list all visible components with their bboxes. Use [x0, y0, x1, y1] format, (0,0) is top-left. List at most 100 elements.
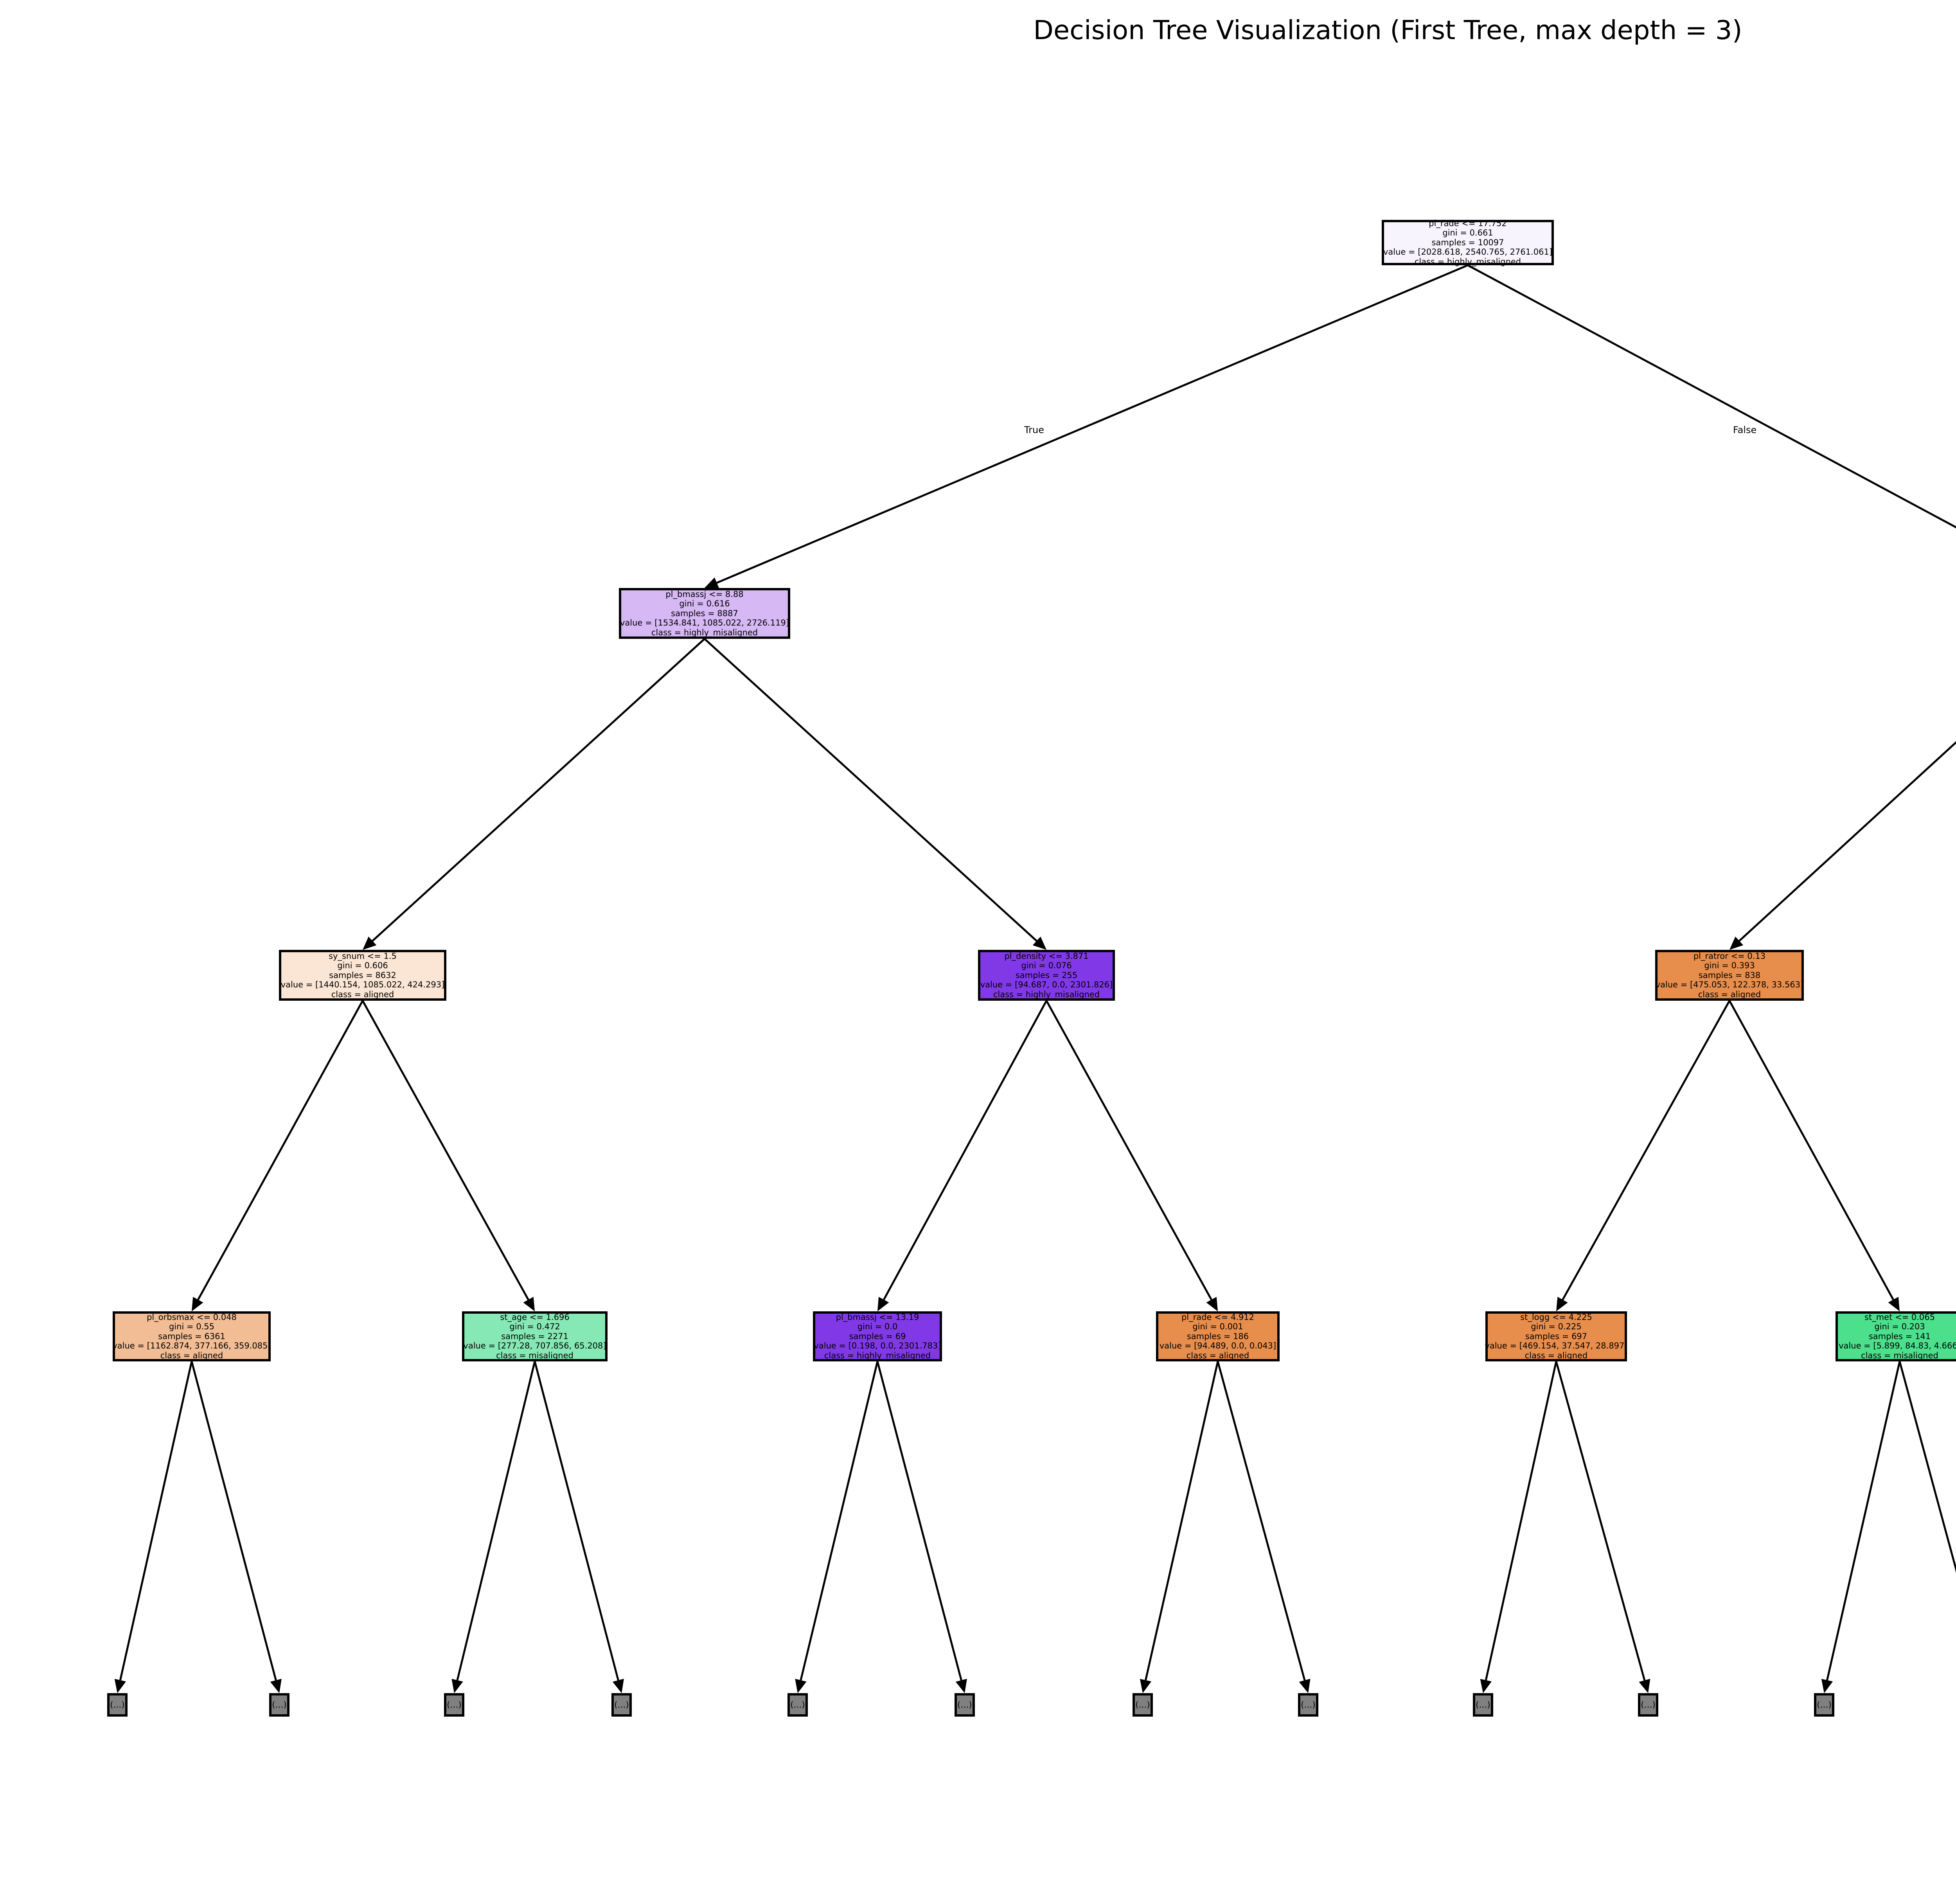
tree-edge-arrowhead — [1888, 1296, 1900, 1311]
tree-edge — [1562, 1000, 1731, 1300]
tree-node-line: samples = 255 — [1015, 970, 1078, 980]
tree-node-line: value = [2028.618, 2540.765, 2761.061] — [1383, 247, 1552, 257]
tree-edge-arrowhead — [877, 1296, 889, 1311]
tree-leaf-l10: (…) — [1814, 1693, 1834, 1717]
tree-node-line: samples = 186 — [1187, 1331, 1249, 1341]
tree-leaf-label: (…) — [790, 1700, 805, 1710]
tree-edge-arrowhead — [795, 1679, 807, 1693]
tree-node-line: class = highly_misaligned — [824, 1350, 931, 1360]
tree-edge-arrowhead — [1639, 1679, 1650, 1693]
tree-edge-arrowhead — [114, 1679, 126, 1693]
tree-node-line: class = highly_misaligned — [993, 989, 1100, 999]
tree-node-line: value = [277.28, 707.856, 65.208] — [463, 1341, 606, 1351]
tree-node-line: class = misaligned — [496, 1350, 573, 1360]
tree-leaf-l0: (…) — [107, 1693, 128, 1717]
tree-node-line: value = [1534.841, 1085.022, 2726.119] — [620, 618, 789, 628]
tree-edge-arrowhead — [1206, 1296, 1218, 1311]
tree-edge — [1738, 741, 1956, 942]
tree-node-line: st_logg <= 4.225 — [1520, 1312, 1592, 1322]
tree-edge — [361, 1000, 529, 1300]
tree-edge-label-false: False — [1733, 424, 1757, 435]
tree-node-line: gini = 0.616 — [679, 599, 730, 609]
tree-leaf-label: (…) — [614, 1700, 629, 1710]
tree-leaf-label: (…) — [1476, 1700, 1490, 1710]
tree-edge — [456, 1361, 536, 1681]
tree-edge-arrowhead — [1480, 1679, 1492, 1693]
tree-edge — [197, 1000, 364, 1300]
tree-leaf-label: (…) — [1641, 1700, 1656, 1710]
tree-edge-arrowhead — [192, 1296, 203, 1311]
tree-node-line: samples = 10097 — [1431, 237, 1504, 247]
tree-node-line: samples = 69 — [849, 1331, 906, 1341]
tree-edge — [1217, 1361, 1306, 1681]
tree-edge — [800, 1361, 879, 1681]
tree-edge-arrowhead — [1556, 1297, 1568, 1311]
tree-leaf-label: (…) — [1135, 1700, 1150, 1710]
tree-leaf-l6: (…) — [1133, 1693, 1153, 1717]
tree-node-line: samples = 838 — [1698, 970, 1761, 980]
tree-node-line: samples = 2271 — [501, 1331, 568, 1341]
tree-node-line: gini = 0.0 — [857, 1322, 898, 1332]
tree-node-line: class = aligned — [331, 989, 394, 999]
tree-node-line: st_age <= 1.696 — [500, 1312, 570, 1322]
tree-node-line: pl_bmassj <= 8.88 — [665, 590, 744, 599]
tree-node-line: value = [94.489, 0.0, 0.043] — [1159, 1341, 1276, 1351]
tree-node-line: gini = 0.225 — [1531, 1322, 1582, 1332]
tree-node-line: class = highly_misaligned — [1414, 257, 1521, 266]
tree-node-line: pl_rade <= 17.752 — [1429, 219, 1507, 228]
tree-leaf-l4: (…) — [787, 1693, 808, 1717]
tree-node-line: gini = 0.393 — [1704, 961, 1755, 971]
tree-edge-arrowhead — [1032, 937, 1046, 950]
tree-edge-arrowhead — [612, 1679, 624, 1693]
tree-node-line: value = [94.687, 0.0, 2301.826] — [980, 980, 1113, 990]
tree-edge-arrowhead — [1299, 1679, 1311, 1693]
tree-node-line: class = aligned — [1186, 1350, 1249, 1360]
page-title: Decision Tree Visualization (First Tree,… — [1033, 15, 1742, 45]
tree-node-line: samples = 141 — [1868, 1331, 1931, 1341]
tree-edge — [1728, 1000, 1894, 1300]
tree-edge — [1485, 1361, 1557, 1681]
tree-node-line: pl_rade <= 4.912 — [1181, 1312, 1255, 1322]
tree-edge — [534, 1361, 619, 1681]
tree-node-line: value = [5.899, 84.83, 4.666] — [1839, 1341, 1956, 1351]
tree-edge-arrowhead — [363, 937, 377, 950]
tree-node-line: pl_orbsmax <= 0.048 — [147, 1312, 237, 1322]
tree-edge-arrowhead — [270, 1679, 282, 1693]
tree-leaf-l8: (…) — [1473, 1693, 1493, 1717]
tree-node-line: samples = 8887 — [671, 608, 738, 618]
tree-node-line: class = aligned — [1525, 1350, 1588, 1360]
tree-edge-arrowhead — [1821, 1679, 1833, 1693]
tree-node-line: value = [1440.154, 1085.022, 424.293] — [280, 980, 445, 990]
tree-edge-arrowhead — [955, 1679, 967, 1693]
tree-leaf-label: (…) — [1817, 1700, 1832, 1710]
tree-leaf-l7: (…) — [1298, 1693, 1318, 1717]
tree-node-line: value = [475.053, 122.378, 33.563] — [1655, 980, 1804, 990]
tree-edge — [1826, 1361, 1901, 1681]
tree-edge — [883, 1000, 1048, 1300]
tree-node-line: class = aligned — [160, 1350, 223, 1360]
tree-edge — [372, 638, 705, 942]
tree-leaf-label: (…) — [272, 1700, 287, 1710]
tree-edge — [1555, 1361, 1646, 1681]
tree-node-line: gini = 0.001 — [1192, 1322, 1243, 1332]
tree-leaf-label: (…) — [957, 1700, 972, 1710]
tree-node-line: gini = 0.661 — [1442, 228, 1493, 238]
tree-edge-arrowhead — [451, 1679, 463, 1693]
tree-leaf-l3: (…) — [611, 1693, 632, 1717]
tree-leaf-l9: (…) — [1638, 1693, 1658, 1717]
tree-node-line: value = [1162.874, 377.166, 359.085] — [112, 1341, 271, 1351]
tree-edge-label-true: True — [1024, 424, 1044, 435]
tree-edge — [876, 1361, 962, 1681]
tree-node-line: pl_ratror <= 0.13 — [1693, 951, 1766, 961]
tree-node-line: pl_density <= 3.871 — [1004, 951, 1089, 961]
